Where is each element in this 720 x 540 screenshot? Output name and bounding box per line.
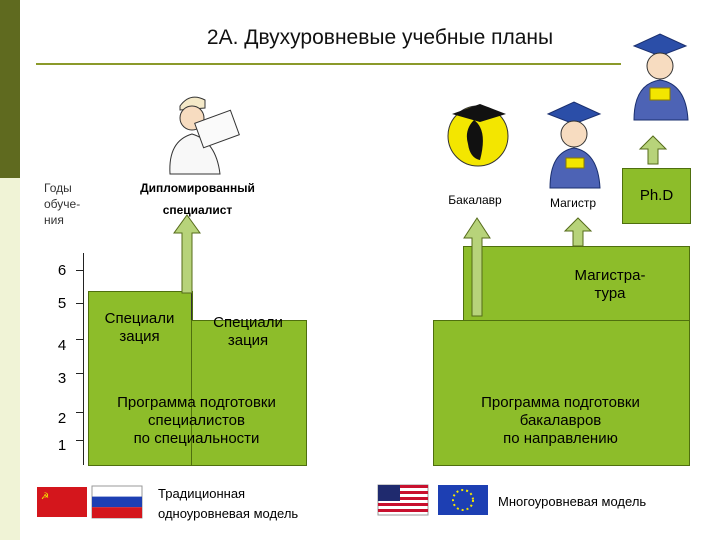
text-line: по направлению	[503, 430, 618, 447]
multilevel-legend-text: Многоуровневая модель	[498, 494, 647, 509]
title-rule	[36, 63, 621, 65]
text-line: Дипломированный	[140, 181, 255, 195]
graduate-cap-icon	[447, 104, 509, 167]
text-line: по специальности	[133, 430, 260, 447]
eu-flag-icon	[438, 485, 488, 515]
year-1-label: 1	[57, 437, 67, 454]
years-axis	[83, 253, 84, 465]
arrow-up-icon	[173, 214, 201, 294]
box-divider	[191, 292, 192, 320]
axis-tick	[76, 412, 84, 413]
specialist-degree-label: Дипломированный специалист	[110, 180, 285, 218]
ussr-flag-icon: ☭	[37, 487, 87, 517]
specialization-left-text: Специали зация	[88, 310, 191, 346]
text-line: зация	[119, 328, 160, 345]
years-label-line: Годы	[44, 181, 72, 195]
specialization-right-text: Специали зация	[191, 314, 305, 350]
traditional-legend-text: Традиционная одноуровневая модель	[158, 484, 298, 524]
usa-flag-icon	[377, 484, 429, 516]
bachelor-program-box	[433, 320, 690, 466]
text-line: Программа подготовки	[481, 394, 640, 411]
bachelor-program-text: Программа подготовки бакалавров по напра…	[433, 394, 688, 448]
slide-left-bar	[0, 0, 20, 540]
text-line: бакалавров	[519, 412, 602, 429]
master-figure-icon	[546, 101, 602, 189]
years-label-line: ния	[44, 213, 64, 227]
text-line: Специали	[213, 314, 283, 331]
year-5-label: 5	[57, 295, 67, 312]
text-line: Магистра-	[574, 267, 646, 284]
arrow-up-icon	[463, 217, 491, 317]
years-label: Годы обуче- ния	[44, 180, 104, 228]
doctor-figure-icon	[632, 33, 689, 121]
text-line: Специали	[104, 310, 175, 327]
master-label: Магистр	[549, 196, 597, 210]
year-2-label: 2	[57, 410, 67, 427]
bachelor-label: Бакалавр	[448, 193, 502, 207]
text-line: специалист	[162, 203, 233, 217]
arrow-up-icon	[563, 217, 593, 247]
text-line: тура	[594, 285, 626, 302]
axis-tick	[76, 373, 84, 374]
axis-tick	[76, 270, 84, 271]
axis-tick	[76, 440, 84, 441]
year-3-label: 3	[57, 370, 67, 387]
axis-tick	[76, 339, 84, 340]
axis-tick	[76, 303, 84, 304]
engineer-figure-icon	[169, 96, 240, 175]
slide-title: 2А. Двухуровневые учебные планы	[206, 26, 554, 49]
specialization-box-left	[88, 291, 193, 466]
text-line: Программа подготовки	[117, 394, 276, 411]
specialist-program-text: Программа подготовки специалистов по спе…	[88, 394, 305, 448]
phd-box: Ph.D	[622, 168, 691, 224]
years-label-line: обуче-	[44, 197, 81, 211]
text-line: зация	[227, 332, 269, 349]
text-line: специалистов	[148, 412, 245, 429]
master-box-text: Магистра- тура	[540, 267, 680, 303]
arrow-up-icon	[638, 135, 668, 165]
svg-text:☭: ☭	[41, 492, 49, 502]
specialization-box-right	[191, 320, 307, 466]
text-line: Традиционная	[158, 486, 246, 501]
russia-flag-icon	[91, 485, 143, 519]
text-line: одноуровневая модель	[158, 506, 299, 521]
year-6-label: 6	[57, 262, 67, 279]
year-4-label: 4	[57, 337, 67, 354]
